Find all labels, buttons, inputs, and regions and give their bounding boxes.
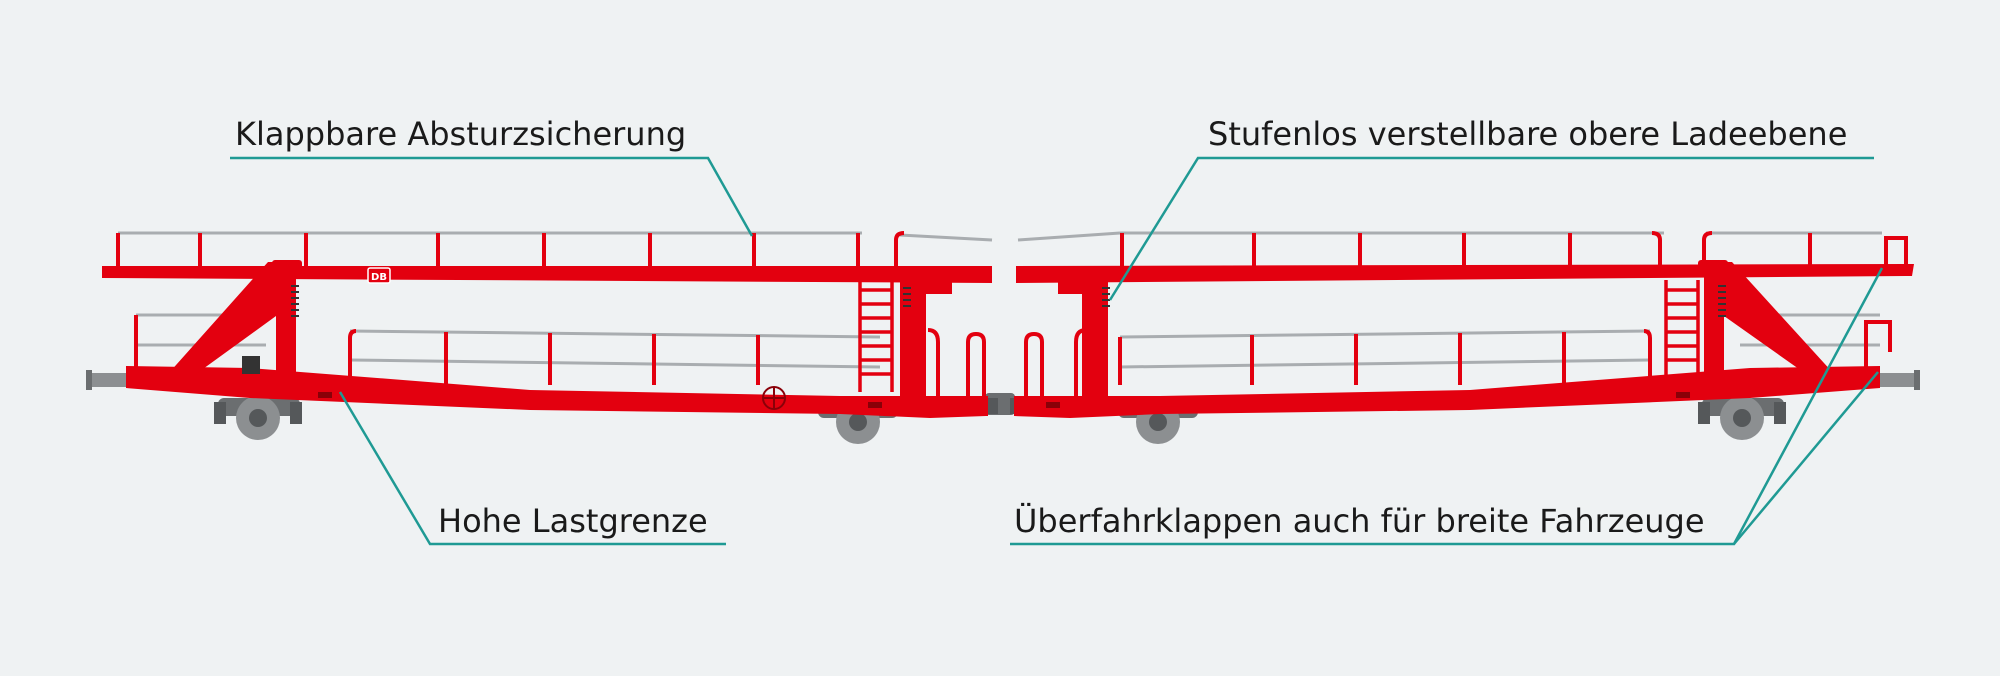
- junction-box: [242, 356, 260, 374]
- spring-center-left: [903, 287, 911, 307]
- leader-lines: [230, 156, 1884, 546]
- spring-left-end: [291, 285, 299, 317]
- bogie-right: [1698, 396, 1786, 440]
- ladder-left: [858, 280, 894, 392]
- label-fall-protection: Klappbare Absturzsicherung: [235, 115, 686, 153]
- wagon-body: [102, 260, 1914, 418]
- ladders: [858, 280, 1700, 392]
- leader-fall-protection: [230, 156, 754, 237]
- end-frame-left: [168, 262, 296, 392]
- lift-mechanisms: [291, 285, 1726, 317]
- upper-deck-left: [102, 266, 992, 283]
- end-frame-right: [1704, 262, 1834, 392]
- chassis-left: [126, 366, 986, 418]
- db-logo: DB: [367, 267, 391, 284]
- ladder-right: [1664, 280, 1700, 380]
- bogie-left: [214, 396, 302, 440]
- db-logo-text: DB: [371, 272, 387, 283]
- marker-plate: [868, 402, 882, 408]
- leader-ramps-lower: [1733, 371, 1879, 545]
- buffer-left: [88, 373, 126, 387]
- upper-deck-right: [1016, 264, 1914, 283]
- leader-load-limit: [338, 391, 726, 546]
- buffers: [86, 370, 1920, 390]
- spring-center-right: [1102, 287, 1110, 307]
- marker-plate: [1676, 392, 1690, 398]
- chassis-right: [1014, 366, 1880, 418]
- spring-right-end: [1718, 285, 1726, 317]
- marker-plate: [1046, 402, 1060, 408]
- leader-upper-deck: [1108, 156, 1874, 301]
- handbrake-wheel: [762, 386, 786, 410]
- marker-plate: [318, 392, 332, 398]
- label-load-limit: Hohe Lastgrenze: [438, 502, 708, 540]
- label-ramps: Überfahrklappen auch für breite Fahrzeug…: [1014, 502, 1705, 540]
- buffer-right: [1880, 373, 1918, 387]
- label-upper-deck: Stufenlos verstellbare obere Ladeebene: [1208, 115, 1847, 153]
